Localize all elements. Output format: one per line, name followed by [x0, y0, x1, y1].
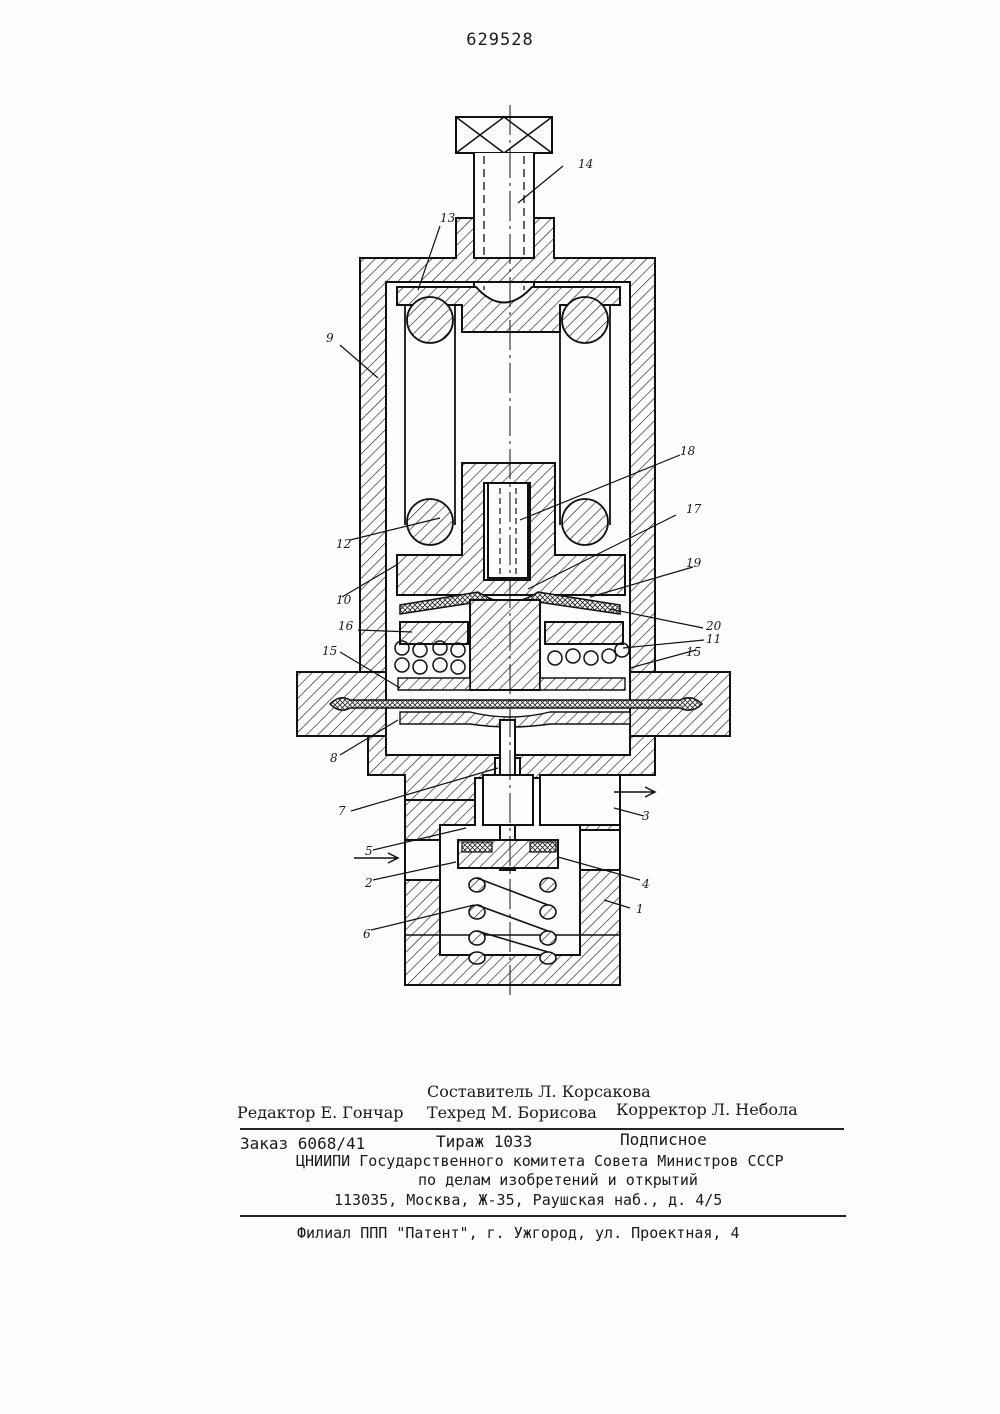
valve-seal	[462, 842, 492, 852]
order-line: Заказ 6068/41	[240, 1134, 365, 1153]
label-1: 1	[636, 902, 644, 916]
rule-bottom	[240, 1215, 846, 1217]
label-19: 19	[686, 556, 702, 570]
stop-pin	[488, 483, 528, 578]
adjusting-knob	[456, 117, 552, 153]
label-14: 14	[578, 157, 593, 171]
return-spring	[469, 878, 556, 964]
label-2: 2	[364, 876, 373, 890]
rule-top	[240, 1128, 844, 1130]
label-20: 20	[705, 619, 722, 633]
label-6: 6	[363, 927, 371, 941]
editor-line: Редактор Е. Гончар	[237, 1103, 404, 1122]
label-17: 17	[686, 502, 702, 516]
label-10: 10	[336, 593, 352, 607]
label-5: 5	[365, 844, 373, 858]
techred-line: Техред М. Борисова	[427, 1103, 597, 1122]
corrector-line: Корректор Л. Небола	[616, 1100, 798, 1119]
label-16: 16	[338, 619, 354, 633]
label-13: 13	[440, 211, 456, 225]
label-12: 12	[336, 537, 351, 551]
label-3: 3	[642, 809, 650, 823]
address-line: 113035, Москва, Ж-35, Раушская наб., д. …	[334, 1191, 722, 1209]
org-line-1: ЦНИИПИ Государственного комитета Совета …	[296, 1152, 784, 1170]
label-18: 18	[680, 444, 696, 458]
label-15-left: 15	[322, 644, 337, 658]
central-stem	[470, 600, 540, 690]
membrane	[330, 698, 702, 711]
label-9: 9	[326, 331, 334, 345]
valve-drawing: 14 13 9 18 17 12 19 10 20 16 11 15 15 8 …	[0, 0, 1000, 1060]
label-8: 8	[330, 751, 338, 765]
adjusting-screw	[474, 153, 534, 308]
label-4: 4	[641, 877, 650, 891]
composer-line: Составитель Л. Корсакова	[427, 1082, 651, 1101]
label-11: 11	[706, 632, 721, 646]
branch-line: Филиал ППП "Патент", г. Ужгород, ул. Про…	[297, 1224, 740, 1242]
org-line-2: по делам изобретений и открытий	[418, 1171, 698, 1189]
label-15-right: 15	[686, 645, 701, 659]
subscription-line: Подписное	[620, 1130, 707, 1149]
label-7: 7	[338, 804, 346, 818]
print-run-line: Тираж 1033	[436, 1132, 532, 1151]
